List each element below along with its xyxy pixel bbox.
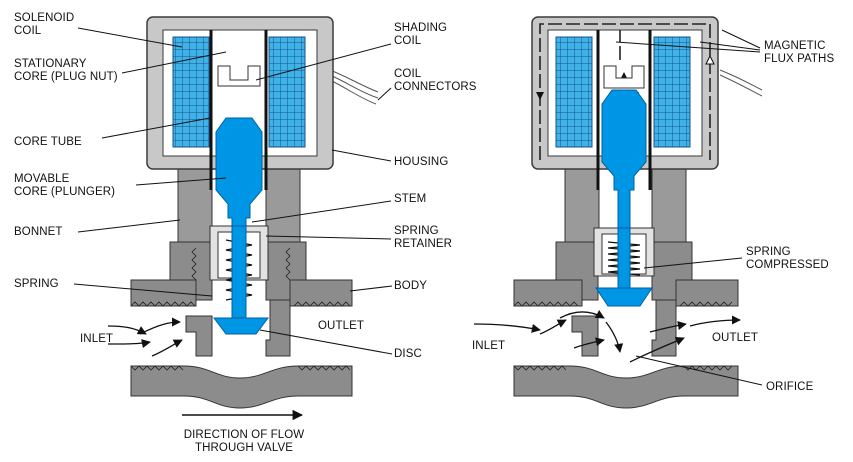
stationary-core-right	[603, 65, 645, 89]
label-housing: HOUSING	[394, 156, 449, 168]
pipe-threads-right	[513, 301, 733, 371]
label-core-tube: CORE TUBE	[14, 136, 82, 148]
solenoid-coil-right-right	[653, 36, 691, 148]
stationary-core	[217, 65, 261, 87]
stem	[231, 225, 247, 319]
inlet-flow-arrows	[107, 317, 183, 357]
coil-connector-wires-right	[719, 69, 763, 97]
label-orifice: ORIFICE	[766, 381, 814, 393]
label-bonnet: BONNET	[14, 226, 63, 238]
label-inlet-right: INLET	[472, 340, 506, 352]
valve-body-right	[513, 241, 739, 409]
label-inlet: INLET	[80, 333, 114, 345]
solenoid-coil-left	[172, 36, 210, 148]
spring-coil	[225, 239, 253, 301]
flux-arrow-icon	[536, 92, 544, 100]
solenoid-coil-left-right	[555, 36, 593, 148]
coil-connector-wires	[329, 69, 379, 105]
pipe-threads	[130, 247, 351, 371]
label-spring: SPRING	[14, 278, 59, 290]
flux-arrow-icon	[705, 54, 715, 65]
leader-lines-right	[615, 29, 763, 386]
label-outlet-right: OUTLET	[712, 332, 758, 344]
leader-lines-left	[73, 27, 393, 355]
stem-right	[617, 227, 631, 289]
valve-body	[130, 241, 353, 409]
bonnet-right	[564, 165, 687, 247]
solenoid-coil-right	[268, 36, 306, 148]
label-body: BODY	[394, 280, 427, 292]
label-outlet: OUTLET	[318, 320, 364, 332]
disc-raised	[595, 287, 653, 307]
label-stem: STEM	[394, 193, 427, 205]
flow-arrows-right	[473, 309, 741, 363]
left-valve	[73, 16, 393, 421]
label-disc: DISC	[394, 348, 422, 360]
disc	[213, 317, 269, 335]
right-valve	[473, 16, 763, 409]
